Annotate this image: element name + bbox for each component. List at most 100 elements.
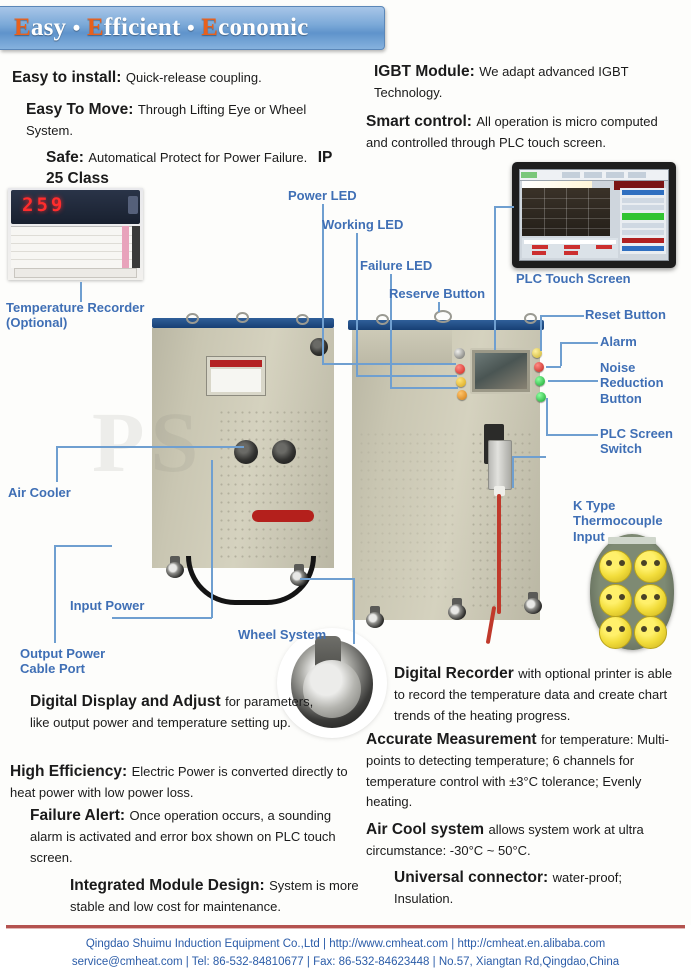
right-machine-top-face bbox=[352, 330, 452, 364]
air-cooler-port-2 bbox=[272, 440, 296, 464]
thermocouple-socket[interactable] bbox=[634, 616, 667, 649]
reserve-button-eye-icon bbox=[434, 310, 452, 323]
banner-word-1-rest: asy bbox=[30, 14, 67, 41]
watermark-text: PS bbox=[92, 394, 205, 490]
output-power-connectors bbox=[252, 510, 314, 522]
lifting-eye-icon bbox=[236, 312, 249, 323]
footer-separator: | bbox=[185, 956, 189, 968]
reserve-button-indicator[interactable] bbox=[457, 390, 467, 400]
banner-word-2-cap: E bbox=[87, 14, 104, 41]
right-machine-side-vent bbox=[358, 430, 458, 600]
lifting-eye-icon bbox=[296, 314, 309, 325]
noise-reduction-button[interactable] bbox=[535, 376, 545, 386]
caster-wheel bbox=[448, 598, 466, 620]
thermocouple-socket[interactable] bbox=[599, 584, 632, 617]
connector-tip bbox=[494, 486, 505, 496]
footer-website[interactable]: http://www.cmheat.com bbox=[329, 938, 449, 950]
feature-accurate-measurement-body: for temperature: Multi-points to detecti… bbox=[366, 732, 669, 810]
footer-rule-light bbox=[6, 928, 685, 929]
caster-wheel bbox=[290, 564, 308, 586]
footer-line-1: Qingdao Shuimu Induction Equipment Co.,L… bbox=[0, 938, 691, 950]
left-machine-display-panel bbox=[206, 356, 266, 396]
feature-universal-connector-body: water-proof; Insulation. bbox=[394, 870, 623, 906]
callout-reset-button: Reset Button bbox=[585, 307, 666, 322]
banner-word-3-rest: conomic bbox=[218, 14, 309, 41]
feature-air-cool-system-title: Air Cool system bbox=[366, 821, 485, 838]
lifting-eye-icon bbox=[524, 313, 537, 324]
callout-power-led: Power LED bbox=[288, 188, 357, 203]
banner-word-1-cap: E bbox=[14, 14, 31, 41]
leader-plc-screen-switch-h bbox=[546, 434, 598, 436]
recorder-display-bezel bbox=[11, 190, 140, 224]
footer-company: Qingdao Shuimu Induction Equipment Co.,L… bbox=[85, 938, 320, 950]
caster-wheel bbox=[166, 556, 184, 578]
callout-temperature-recorder: Temperature Recorder (Optional) bbox=[6, 300, 145, 331]
feature-easy-to-move-title: Easy To Move: bbox=[26, 101, 134, 118]
recorder-pen-trace bbox=[122, 226, 129, 268]
hmi-screen-glass bbox=[475, 353, 527, 389]
callout-failure-led: Failure LED bbox=[360, 258, 433, 273]
feature-high-efficiency-title: High Efficiency: bbox=[10, 763, 128, 780]
leader-wheel-system-h bbox=[300, 578, 354, 580]
callout-plc-screen-switch: PLC Screen Switch bbox=[600, 426, 673, 457]
leader-reset-button bbox=[540, 315, 584, 317]
feature-integrated-module-title: Integrated Module Design: bbox=[70, 877, 265, 894]
plc-control-panel bbox=[620, 188, 666, 254]
reset-button[interactable] bbox=[532, 348, 542, 358]
feature-failure-alert-title: Failure Alert: bbox=[30, 807, 126, 824]
leader-power-led-h bbox=[322, 363, 456, 365]
recorder-chart-paper bbox=[11, 226, 140, 268]
leader-plc-photo-h bbox=[494, 206, 514, 208]
footer-alibaba-link[interactable]: http://cmheat.en.alibaba.com bbox=[457, 938, 606, 950]
thermocouple-socket[interactable] bbox=[634, 550, 667, 583]
feature-easy-to-move: Easy To Move: Through Lifting Eye or Whe… bbox=[26, 100, 346, 142]
feature-easy-to-move-body: Through Lifting Eye or Wheel System. bbox=[26, 102, 307, 138]
plc-toolbar-green-tab bbox=[521, 172, 537, 178]
footer-address: No.57, Xiangtan Rd,Qingdao,China bbox=[438, 956, 620, 968]
leader-output-power-v bbox=[54, 545, 56, 643]
feature-accurate-measurement: Accurate Measurement for temperature: Mu… bbox=[366, 730, 686, 813]
output-cable bbox=[497, 494, 501, 614]
footer-separator: | bbox=[432, 956, 436, 968]
air-cooler-port-top bbox=[310, 338, 328, 356]
leader-reserve-button bbox=[438, 302, 440, 312]
feature-air-cool-system: Air Cool system allows system work at ul… bbox=[366, 820, 686, 862]
leader-noise-reduction bbox=[548, 380, 598, 382]
banner-word-2-rest: fficient bbox=[103, 14, 181, 41]
plc-screen-glare bbox=[522, 181, 592, 190]
leader-air-cooler-h bbox=[56, 446, 244, 448]
feature-igbt-module: IGBT Module: We adapt advanced IGBT Tech… bbox=[374, 62, 684, 104]
plc-value-readout bbox=[522, 238, 618, 258]
plc-screen-switch[interactable] bbox=[536, 392, 546, 402]
banner-word-3-cap: E bbox=[201, 14, 219, 41]
leader-power-led-v bbox=[322, 204, 324, 364]
callout-working-led: Working LED bbox=[322, 217, 404, 232]
footer-email[interactable]: service@cmheat.com bbox=[71, 956, 183, 968]
footer-separator: | bbox=[323, 938, 327, 950]
lifting-eye-icon bbox=[376, 314, 389, 325]
leader-wheel-system-v bbox=[353, 578, 355, 644]
callout-reserve-button: Reserve Button bbox=[389, 286, 486, 301]
plc-trend-graph bbox=[522, 188, 610, 236]
feature-safe: Safe: Automatical Protect for Power Fail… bbox=[46, 148, 346, 190]
leader-input-power-v bbox=[211, 460, 213, 618]
universal-connector bbox=[488, 440, 512, 490]
thermocouple-socket[interactable] bbox=[599, 616, 632, 649]
footer-separator: | bbox=[306, 956, 310, 968]
feature-air-cool-system-body: allows system work at ultra circumstance… bbox=[366, 822, 644, 858]
plc-screen-toolbar bbox=[520, 170, 668, 181]
caster-wheel bbox=[366, 606, 384, 628]
feature-universal-connector-title: Universal connector: bbox=[394, 869, 549, 886]
banner-separator-2: • bbox=[186, 15, 195, 40]
left-machine-top-rail bbox=[152, 318, 334, 328]
left-machine-vent-grille bbox=[218, 408, 328, 558]
wheel-system-photo-inset bbox=[279, 630, 385, 736]
lifting-eye-icon bbox=[186, 313, 199, 324]
leader-plc-screen-switch-v bbox=[546, 398, 548, 435]
thermocouple-socket[interactable] bbox=[599, 550, 632, 583]
feature-easy-to-install-title: Easy to install: bbox=[12, 69, 122, 86]
thermocouple-socket[interactable] bbox=[634, 584, 667, 617]
power-led-indicator bbox=[454, 348, 465, 359]
callout-plc-touch-screen: PLC Touch Screen bbox=[516, 271, 631, 286]
